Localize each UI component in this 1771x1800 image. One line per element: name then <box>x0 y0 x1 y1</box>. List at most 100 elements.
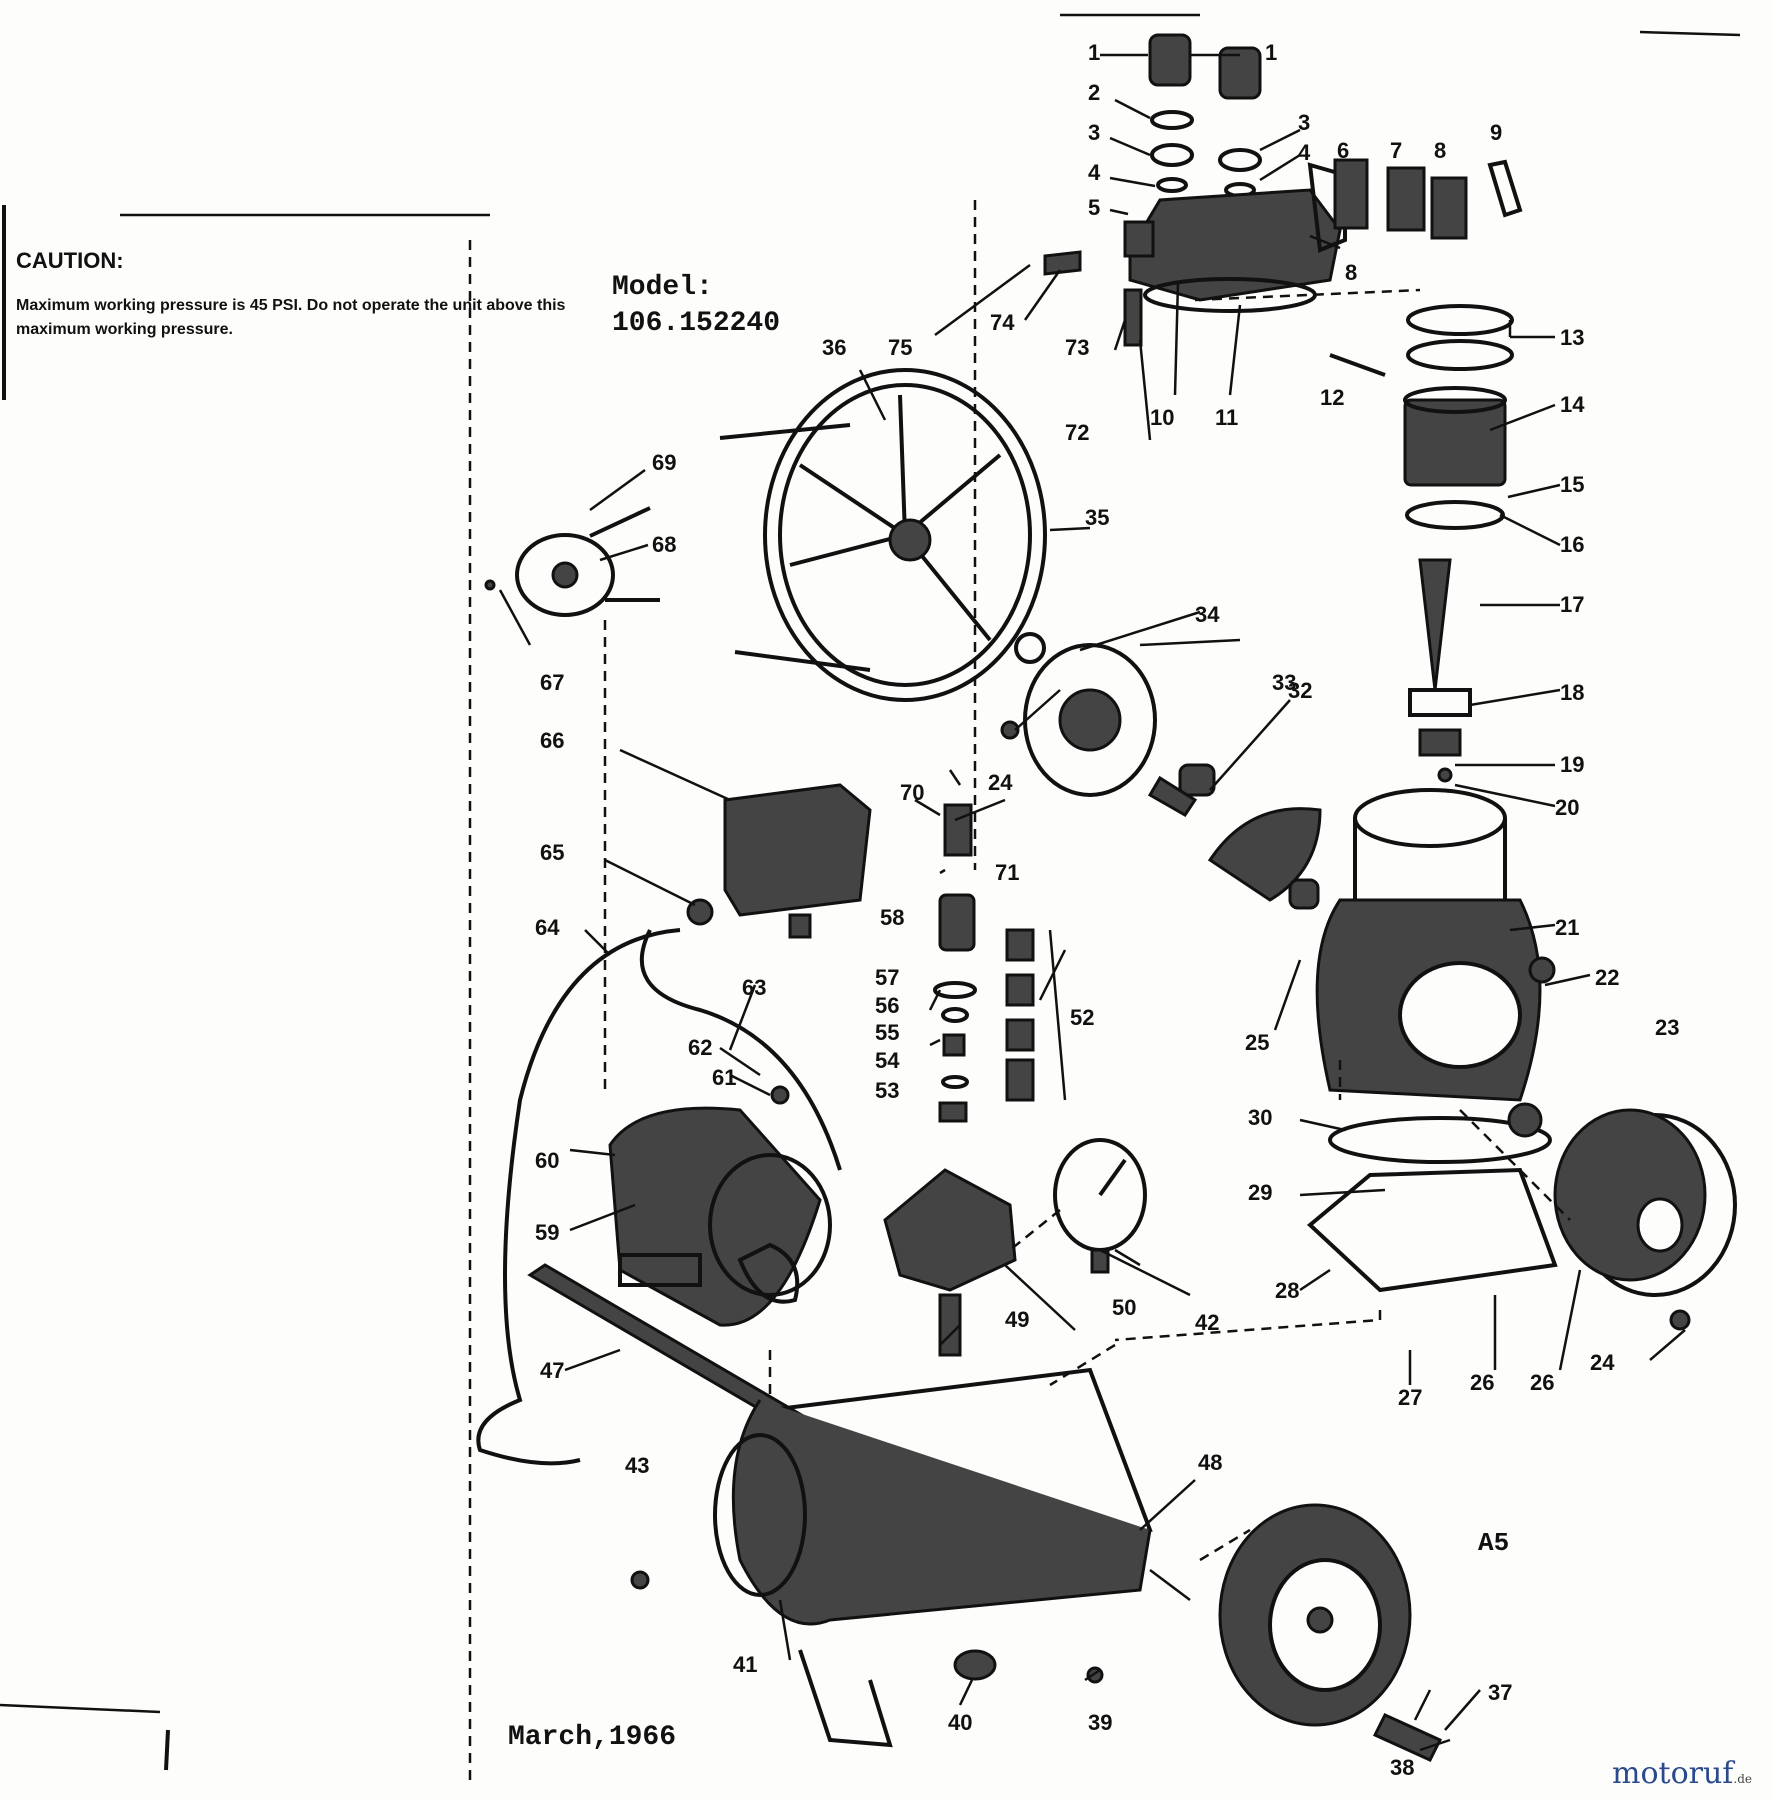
watermark-logo: motoruf.de <box>1612 1756 1752 1791</box>
crankshaft <box>1178 763 1322 910</box>
caution-note: CAUTION: Maximum working pressure is 45 … <box>16 248 586 342</box>
callout-number: 9 <box>1490 120 1502 145</box>
callout-number: 37 <box>1488 1680 1512 1705</box>
callout-number: 34 <box>1195 602 1220 627</box>
callout-number: 70 <box>900 780 924 805</box>
callout-number: 15 <box>1560 472 1584 497</box>
tank-fitting <box>883 1168 1017 1357</box>
callout-number: 68 <box>652 532 676 557</box>
callout-number: 64 <box>535 915 560 940</box>
callout-number: 11 <box>1215 405 1238 430</box>
flywheel <box>719 368 1047 702</box>
bearing-plate <box>1000 632 1198 817</box>
callout-number: 56 <box>875 993 899 1018</box>
callout-number: 18 <box>1560 680 1584 705</box>
callout-number: 22 <box>1595 965 1619 990</box>
callout-number: 38 <box>1390 1755 1414 1780</box>
callout-number: 24 <box>1590 1350 1615 1375</box>
bearing-cover <box>1553 1108 1737 1331</box>
callout-number: 61 <box>712 1065 736 1090</box>
callout-number: 13 <box>1560 325 1584 350</box>
callout-leaders <box>498 53 1686 1752</box>
compressor-head-assembly <box>1123 33 1523 313</box>
callout-number: 54 <box>875 1048 900 1073</box>
callout-number: 17 <box>1560 592 1584 617</box>
callout-number: 3 <box>1088 120 1100 145</box>
callout-number: 60 <box>535 1148 559 1173</box>
watermark-brand: motoruf <box>1612 1756 1734 1791</box>
callout-number: 50 <box>1112 1295 1136 1320</box>
callout-number: 8 <box>1434 138 1446 163</box>
callout-number: 1 <box>1088 40 1100 65</box>
callout-number: 4 <box>1298 140 1311 165</box>
callout-number: 21 <box>1555 915 1579 940</box>
callout-number: 20 <box>1555 795 1579 820</box>
callout-number: 10 <box>1150 405 1174 430</box>
callout-number: 19 <box>1560 752 1584 777</box>
crankcase-cylinder <box>1306 788 1558 1293</box>
callout-number: 67 <box>540 670 564 695</box>
callout-number: 62 <box>688 1035 712 1060</box>
model-block: Model: 106.152240 <box>612 270 780 342</box>
callout-number: 47 <box>540 1358 564 1383</box>
callout-number: 72 <box>1065 420 1089 445</box>
callout-number: 59 <box>535 1220 559 1245</box>
callout-number: 1 <box>1265 40 1277 65</box>
callout-number: 36 <box>822 335 846 360</box>
callout-number: 16 <box>1560 532 1584 557</box>
callout-number: 65 <box>540 840 564 865</box>
callout-number: 75 <box>888 335 912 360</box>
motor-pulley <box>484 506 660 617</box>
watermark-suffix: .de <box>1733 1772 1753 1786</box>
callout-numbers: 1 1 2 3 3 4 4 5 6 7 8 9 8 10 11 12 13 14… <box>535 40 1679 1780</box>
sheet-code: A5 <box>1478 1528 1510 1558</box>
piston-assembly <box>1329 304 1514 783</box>
callout-number: 66 <box>540 728 564 753</box>
callout-number: 41 <box>733 1652 757 1677</box>
callout-number: 30 <box>1248 1105 1272 1130</box>
callout-number: 7 <box>1390 138 1402 163</box>
callout-number: 5 <box>1088 195 1100 220</box>
electric-motor <box>608 1085 832 1327</box>
callout-number: 55 <box>875 1020 899 1045</box>
power-cord <box>476 928 842 1466</box>
pressure-switch <box>686 783 872 939</box>
callout-number: 27 <box>1398 1385 1422 1410</box>
callout-number: 2 <box>1088 80 1100 105</box>
callout-number: 39 <box>1088 1710 1112 1735</box>
callout-number: 26 <box>1530 1370 1554 1395</box>
callout-number: 63 <box>742 975 766 1000</box>
callout-number: 12 <box>1320 385 1344 410</box>
callout-number: 58 <box>880 905 904 930</box>
caution-text: Maximum working pressure is 45 PSI. Do n… <box>16 297 566 338</box>
callout-number: 35 <box>1085 505 1109 530</box>
callout-number: 26 <box>1470 1370 1494 1395</box>
callout-number: 33 <box>1272 670 1296 695</box>
pressure-gauge <box>1053 1138 1147 1274</box>
callout-number: 43 <box>625 1453 649 1478</box>
wheel <box>1218 1503 1443 1762</box>
air-tank <box>630 1367 1153 1748</box>
sheet-frame <box>0 13 1741 1780</box>
revision-date: March,1966 <box>508 1722 677 1753</box>
callout-number: 74 <box>990 310 1015 335</box>
callout-number: 53 <box>875 1078 899 1103</box>
model-number: 106.152240 <box>612 308 781 339</box>
callout-number: 32 <box>1288 678 1312 703</box>
callout-number: 25 <box>1245 1030 1269 1055</box>
assembly-dashed-lines <box>603 200 1571 1562</box>
check-valve-parts <box>933 250 1143 1123</box>
callout-number: 71 <box>995 860 1019 885</box>
callout-number: 4 <box>1088 160 1101 185</box>
callout-number: 49 <box>1005 1307 1029 1332</box>
callout-number: 29 <box>1248 1180 1272 1205</box>
model-label: Model: <box>612 272 713 303</box>
callout-number: 24 <box>988 770 1013 795</box>
caution-title: CAUTION: <box>16 248 124 273</box>
callout-number: 23 <box>1655 1015 1679 1040</box>
callout-number: 3 <box>1298 110 1310 135</box>
callout-number: 8 <box>1345 260 1357 285</box>
callout-number: 48 <box>1198 1450 1222 1475</box>
